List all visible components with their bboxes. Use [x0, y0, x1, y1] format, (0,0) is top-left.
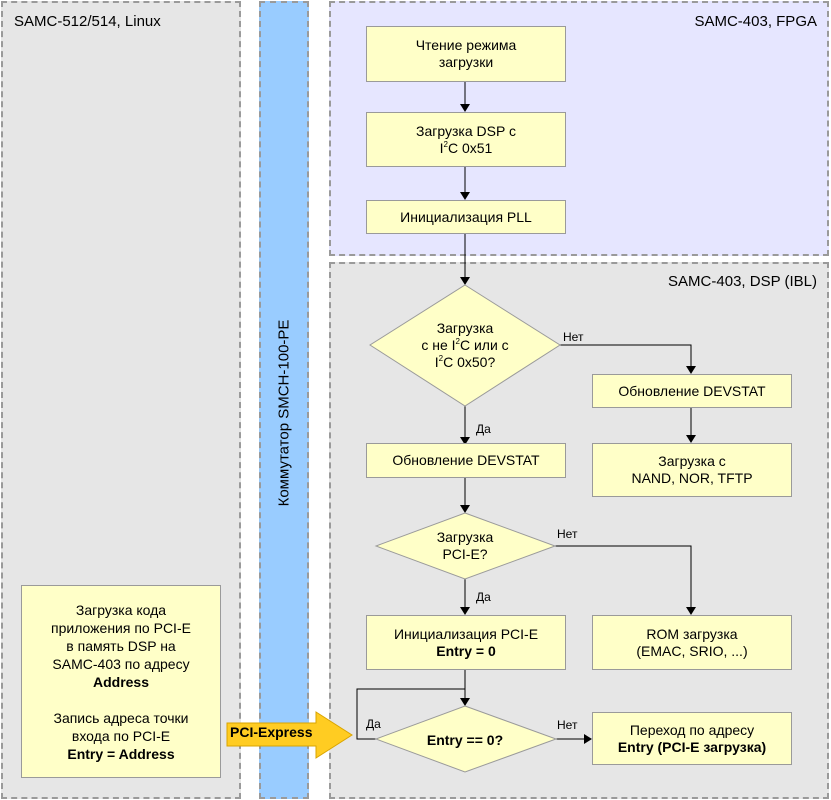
step-rom-boot: ROM загрузка (EMAC, SRIO, ...): [592, 615, 792, 670]
host-text: приложения по PCI-E: [51, 619, 191, 636]
step-text: Обновление DEVSTAT: [618, 382, 766, 399]
panel-title-linux: SAMC-512/514, Linux: [14, 13, 161, 30]
decision-1-text: Загрузка с не I2C или с I2C 0x50?: [390, 312, 540, 378]
pcie-express-arrow: [226, 711, 353, 759]
step-text: Обновление DEVSTAT: [392, 452, 540, 468]
decision-diamond-2: [374, 512, 557, 580]
decision-1-yes-label: Да: [476, 422, 491, 436]
step-text: ROM загрузка: [646, 625, 738, 642]
host-text: SAMC-403 по адресу: [52, 655, 190, 672]
decision-text: Загрузка: [436, 529, 494, 545]
host-text-entry: Entry = Address: [67, 745, 175, 762]
decision-text: PCI-E?: [442, 546, 488, 562]
step-update-devstat-right: Обновление DEVSTAT: [592, 374, 792, 408]
host-text: входа по PCI-E: [71, 727, 171, 744]
decision-diamond-1: [369, 284, 561, 407]
step-text: (EMAC, SRIO, ...): [636, 642, 748, 659]
panel-title-fpga: SAMC-403, FPGA: [694, 13, 817, 30]
decision-2-yes-label: Да: [476, 590, 491, 604]
step-update-devstat-left: Обновление DEVSTAT: [366, 443, 566, 478]
arrow-decision2-no: [555, 545, 696, 615]
step-text: Entry = 0: [436, 642, 496, 659]
decision-text: I2C 0x50?: [434, 353, 496, 370]
step-text: I2C 0x51: [439, 139, 493, 156]
step-jump-to-entry: Переход по адресу Entry (PCI-E загрузка): [592, 712, 792, 765]
step-text: Инициализация PCI-E: [393, 625, 539, 642]
step-text: Переход по адресу: [629, 721, 755, 738]
host-text: Загрузка кода: [75, 601, 167, 618]
step-init-pcie: Инициализация PCI-E Entry = 0: [366, 615, 566, 670]
host-text: Запись адреса точки: [53, 709, 189, 726]
pcie-express-label: PCI-Express: [230, 724, 313, 740]
panel-title-dsp: SAMC-403, DSP (IBL): [668, 273, 817, 290]
decision-diamond-3: [374, 705, 558, 773]
decision-3-no-label: Нет: [557, 718, 578, 732]
decision-1-no-label: Нет: [563, 330, 584, 344]
decision-text: с не I2C или с: [421, 336, 509, 353]
decision-3-yes-label: Да: [366, 717, 381, 731]
step-text: Инициализация PLL: [400, 208, 532, 225]
step-text: загрузки: [438, 54, 494, 70]
host-text-address: Address: [92, 673, 150, 690]
step-text: Чтение режима: [415, 37, 517, 53]
step-load-nand-nor-tftp: Загрузка с NAND, NOR, TFTP: [592, 443, 792, 497]
loop-decision3-yes: [356, 688, 465, 740]
step-read-boot-mode: Чтение режима загрузки: [366, 26, 566, 82]
step-text: Entry (PCI-E загрузка): [617, 738, 767, 755]
step-text: NAND, NOR, TFTP: [631, 470, 753, 486]
host-text: в память DSP на: [66, 637, 176, 654]
panel-switch: Коммутатор SMCH-100-PE: [259, 1, 309, 799]
decision-2-text: Загрузка PCI-E?: [400, 528, 530, 564]
decision-text: Загрузка: [436, 319, 494, 336]
decision-3-text: Entry == 0?: [426, 731, 504, 748]
step-init-pll: Инициализация PLL: [366, 200, 566, 234]
step-text: Загрузка с: [658, 453, 726, 469]
step-load-dsp-i2c: Загрузка DSP с I2C 0x51: [366, 112, 566, 167]
host-load-pcie-box: Загрузка кода приложения по PCI-E в памя…: [21, 585, 221, 778]
arrow-decision1-no: [560, 344, 696, 374]
decision-2-no-label: Нет: [557, 527, 578, 541]
step-text: Загрузка DSP с: [416, 122, 516, 139]
